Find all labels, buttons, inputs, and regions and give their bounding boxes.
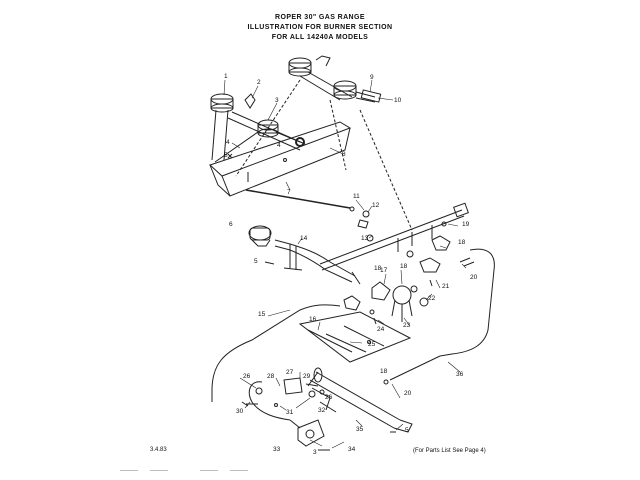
- callout-27: 27: [286, 369, 294, 376]
- callout-31: 31: [286, 409, 294, 416]
- title-line-1: ROPER 30" GAS RANGE: [275, 14, 365, 21]
- pressure-regulator: [248, 225, 272, 247]
- callout-13: 13: [361, 235, 369, 242]
- callout-18a: 18: [458, 239, 466, 246]
- callout-numbers: 1 2 3 4 5 6 7 8 9 10 11 12 13 14 15 16 1…: [224, 73, 478, 456]
- heat-deflector: [298, 311, 412, 363]
- gas-manifold: [319, 202, 469, 271]
- screw-5-upper: [227, 153, 233, 159]
- callout-36: 36: [456, 371, 464, 378]
- flash-tube: [245, 189, 351, 209]
- thermostat-body: [297, 419, 325, 447]
- valve-nut: [362, 210, 370, 218]
- burner-clip: [315, 55, 331, 67]
- callout-25: 25: [368, 341, 376, 348]
- valve-clip: [357, 219, 369, 229]
- callout-7: 7: [287, 189, 291, 196]
- callout-18d: 18: [400, 263, 408, 270]
- scan-artifact: [150, 470, 168, 471]
- callout-29: 29: [303, 373, 311, 380]
- main-supply-tube: [274, 239, 361, 285]
- thermostat-assembly: [241, 377, 325, 447]
- title-line-3: FOR ALL 14240A MODELS: [271, 34, 369, 41]
- callout-23: 23: [403, 322, 411, 329]
- callout-35: 35: [356, 426, 364, 433]
- burner-clip-left: [244, 93, 256, 109]
- callout-15: 15: [258, 311, 266, 318]
- scan-artifact: [200, 470, 218, 471]
- oven-burner: [307, 367, 413, 433]
- burner-support-bracket: [209, 121, 352, 177]
- callout-32: 32: [318, 407, 326, 414]
- callout-19: 19: [462, 221, 470, 228]
- callout-17: 17: [380, 267, 388, 274]
- callout-3: 3: [275, 97, 279, 104]
- callout-26b: 26: [325, 394, 333, 401]
- callout-22: 22: [428, 295, 436, 302]
- callout-11: 11: [353, 193, 360, 200]
- callout-10: 10: [394, 97, 402, 104]
- right-burner-assembly: [235, 55, 413, 231]
- callout-5c: 5: [405, 427, 409, 434]
- callout-34: 34: [348, 446, 356, 453]
- burner-valves: [343, 221, 451, 325]
- callout-2: 2: [257, 79, 261, 86]
- callout-9: 9: [370, 74, 374, 81]
- callout-20b: 20: [404, 390, 412, 397]
- burner-body-left-rear: [210, 98, 234, 109]
- callout-26a: 26: [243, 373, 251, 380]
- doc-code: 3.4.83: [150, 447, 167, 453]
- callout-33: 33: [273, 446, 281, 453]
- callout-14: 14: [300, 235, 308, 242]
- callout-8: 8: [342, 151, 346, 158]
- scan-artifact: [120, 470, 138, 471]
- callout-12: 12: [372, 202, 380, 209]
- callout-20a: 20: [470, 274, 478, 281]
- scan-artifact: [230, 470, 248, 471]
- callout-3b: 3: [313, 449, 317, 456]
- oven-tube-15: [211, 304, 341, 391]
- callout-21: 21: [442, 283, 450, 290]
- callout-18b: 18: [380, 368, 388, 375]
- gas-tube-end: [389, 355, 441, 381]
- gas-tube-36: [439, 248, 495, 357]
- callout-4b: 4: [277, 142, 281, 149]
- callout-5a: 5: [224, 152, 228, 159]
- callout-16: 16: [309, 316, 317, 323]
- orifice-fitting-left: [295, 137, 305, 147]
- thermostat-valve: [392, 285, 412, 305]
- screw-5-mid: [264, 261, 275, 265]
- parts-list-note: (For Parts List See Page 4): [413, 448, 486, 454]
- callout-18c: 18: [374, 265, 382, 272]
- callout-4: 4: [226, 139, 230, 146]
- callout-24: 24: [377, 326, 385, 333]
- callout-5b: 5: [254, 258, 258, 265]
- callout-6: 6: [229, 221, 233, 228]
- callout-28: 28: [267, 373, 275, 380]
- title-line-2: ILLUSTRATION FOR BURNER SECTION: [247, 24, 393, 31]
- callout-30: 30: [236, 408, 244, 415]
- callout-1: 1: [224, 73, 228, 80]
